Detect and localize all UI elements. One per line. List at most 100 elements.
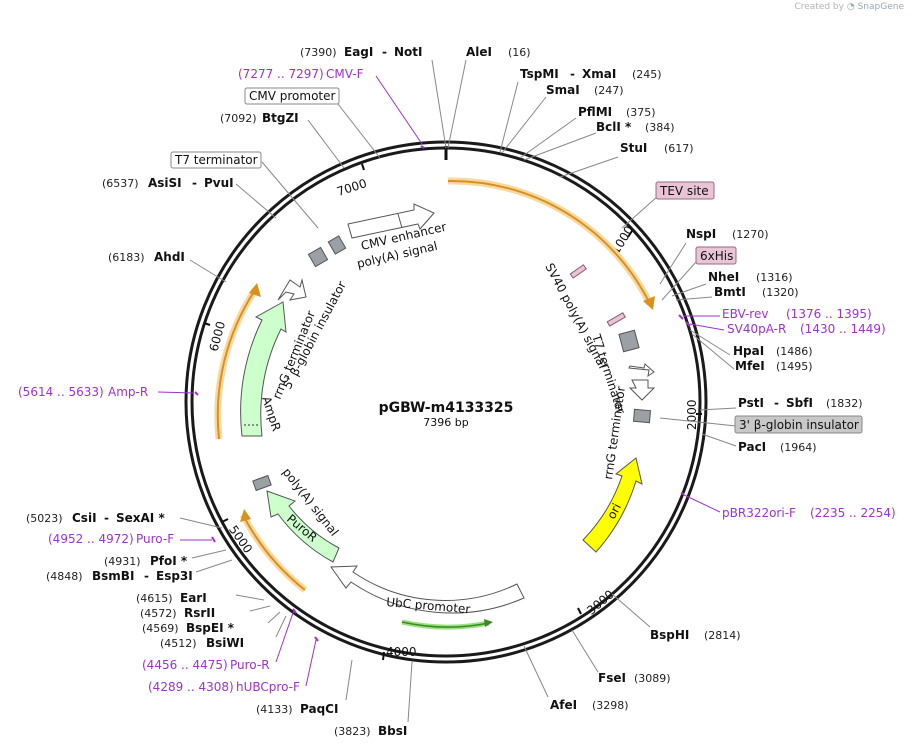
his6-box[interactable] <box>695 246 737 265</box>
puro-r-label[interactable]: Puro-R <box>230 658 270 672</box>
leader-paqci <box>345 659 353 701</box>
leader-nspi <box>659 242 687 285</box>
alei-label[interactable]: AleI <box>466 45 492 59</box>
ahdi-pos: (6183) <box>108 251 145 264</box>
nspi-label[interactable]: NspI <box>686 227 716 241</box>
leader-rsrii <box>249 605 271 612</box>
rsrii-label[interactable]: RsrII <box>184 606 215 620</box>
smai-pos: (247) <box>594 84 624 97</box>
tev-site-box[interactable] <box>655 181 715 200</box>
leader-t7-outer <box>261 161 319 229</box>
eari-pos: (4615) <box>136 592 173 605</box>
rrng-left-arrow <box>277 278 307 301</box>
tick-label-2000: 2000 <box>685 399 699 430</box>
amp-r-label[interactable]: Amp-R <box>108 385 148 399</box>
leader-afei <box>523 645 549 698</box>
tick-mark-6000 <box>203 322 211 326</box>
his6-mark <box>606 312 626 327</box>
separator-dash-4: - <box>774 396 779 410</box>
stui-label[interactable]: StuI <box>620 141 647 155</box>
tev-site-label: TEV site <box>659 184 709 198</box>
fsei-pos: (3089) <box>634 672 671 685</box>
sv40pa-r-range: (1430 .. 1449) <box>800 322 886 336</box>
leader-smai <box>501 96 547 154</box>
nspi-pos: (1270) <box>732 228 769 241</box>
hubcpro-f-label[interactable]: hUBCpro-F <box>236 680 300 694</box>
tick-label-4000: 4000 <box>386 645 417 659</box>
cmv-f-label[interactable]: CMV-F <box>326 67 364 81</box>
noti-label[interactable]: NotI <box>394 45 423 59</box>
pvui-label[interactable]: PvuI <box>204 176 234 190</box>
ahdi-label[interactable]: AhdI <box>154 250 185 264</box>
eagi-label[interactable]: EagI <box>344 45 373 59</box>
mfei-label[interactable]: MfeI <box>735 359 765 373</box>
xmai-label[interactable]: XmaI <box>582 67 616 81</box>
leader-tev <box>621 195 659 229</box>
hubcpro-f-mark <box>314 636 319 642</box>
paqci-label[interactable]: PaqCI <box>300 702 338 716</box>
rrng-right-label: rrnG terminator <box>601 385 628 480</box>
bsiwi-label[interactable]: BsiWI <box>206 636 244 650</box>
bmti-label[interactable]: BmtI <box>714 285 746 299</box>
cmv-promoter-box[interactable] <box>244 87 340 105</box>
t7-terminator-outer-label: T7 terminator <box>174 153 258 167</box>
leader-mfei <box>691 333 735 370</box>
hpai-label[interactable]: HpaI <box>733 344 764 358</box>
leader-pfoi <box>191 549 227 559</box>
orf-top-right-line <box>447 179 651 305</box>
ebv-rev-label[interactable]: EBV-rev <box>722 307 768 321</box>
sbfi-label[interactable]: SbfI <box>786 396 813 410</box>
afei-label[interactable]: AfeI <box>550 698 577 712</box>
ubc-green-arrowhead <box>484 619 493 627</box>
leader-tspmi <box>499 81 519 153</box>
btgzi-pos: (7092) <box>220 112 257 125</box>
psti-pos: (1832) <box>826 397 863 410</box>
esp3i-label[interactable]: Esp3I <box>156 569 193 583</box>
polya-top-box <box>307 246 329 268</box>
t7-terminator-box <box>327 235 347 255</box>
nhei-label[interactable]: NheI <box>708 270 739 284</box>
smai-label[interactable]: SmaI <box>546 83 580 97</box>
puro-f-range: (4952 .. 4972) <box>48 532 134 546</box>
bspei-label[interactable]: BspEI * <box>186 621 235 635</box>
tspmi-label[interactable]: TspMI <box>520 67 559 81</box>
bglobin-3-box <box>632 408 652 424</box>
ubc-label: UbC promoter <box>386 595 471 616</box>
cmv-enhancer-arrow <box>347 203 435 239</box>
eari-label[interactable]: EarI <box>180 591 207 605</box>
leader-bmti <box>675 296 713 301</box>
leader-nhei <box>671 283 707 297</box>
bsphi-label[interactable]: BspHI <box>650 628 689 642</box>
paqci-pos: (4133) <box>256 703 293 716</box>
asisi-label[interactable]: AsiSI <box>148 176 182 190</box>
backbone-outer <box>184 140 708 664</box>
leader-btgzi <box>307 119 345 169</box>
bmti-pos: (1320) <box>762 286 799 299</box>
sexai-label[interactable]: SexAI * <box>116 511 165 525</box>
leader-stui <box>559 156 619 178</box>
bglobin-3-label: 3' β-globin insulator <box>739 418 859 432</box>
paci-label[interactable]: PacI <box>738 440 766 454</box>
sv40pa-r-label[interactable]: SV40pA-R <box>727 322 786 336</box>
pfoi-label[interactable]: PfoI * <box>150 554 188 568</box>
csii-label[interactable]: CsiI <box>72 511 97 525</box>
separator-dash-2: - <box>570 67 575 81</box>
pbr322ori-f-label[interactable]: pBR322ori-F <box>722 506 796 520</box>
bcli-label[interactable]: BclI * <box>596 120 632 134</box>
bglobin-5-label: 5' β-globin insulator <box>280 279 349 391</box>
t7-terminator-outer-box[interactable] <box>170 151 262 169</box>
psti-label[interactable]: PstI <box>738 396 764 410</box>
fsei-label[interactable]: FseI <box>598 671 626 685</box>
btgzi-label[interactable]: BtgZI <box>262 111 299 125</box>
hpai-pos: (1486) <box>776 345 813 358</box>
asisi-pos: (6537) <box>102 177 139 190</box>
cmv-enhancer-divider <box>397 213 403 229</box>
cmv-f-mark <box>420 145 425 149</box>
pflmi-label[interactable]: PflMI <box>578 105 612 119</box>
bbsi-label[interactable]: BbsI <box>378 724 407 738</box>
bsmbi-label[interactable]: BsmBI <box>92 569 134 583</box>
puro-f-label[interactable]: Puro-F <box>136 532 174 546</box>
bglobin-3-outer-box[interactable] <box>734 415 863 434</box>
leader-sv40pa-r <box>689 323 725 331</box>
tick-mark-3000 <box>577 607 582 615</box>
